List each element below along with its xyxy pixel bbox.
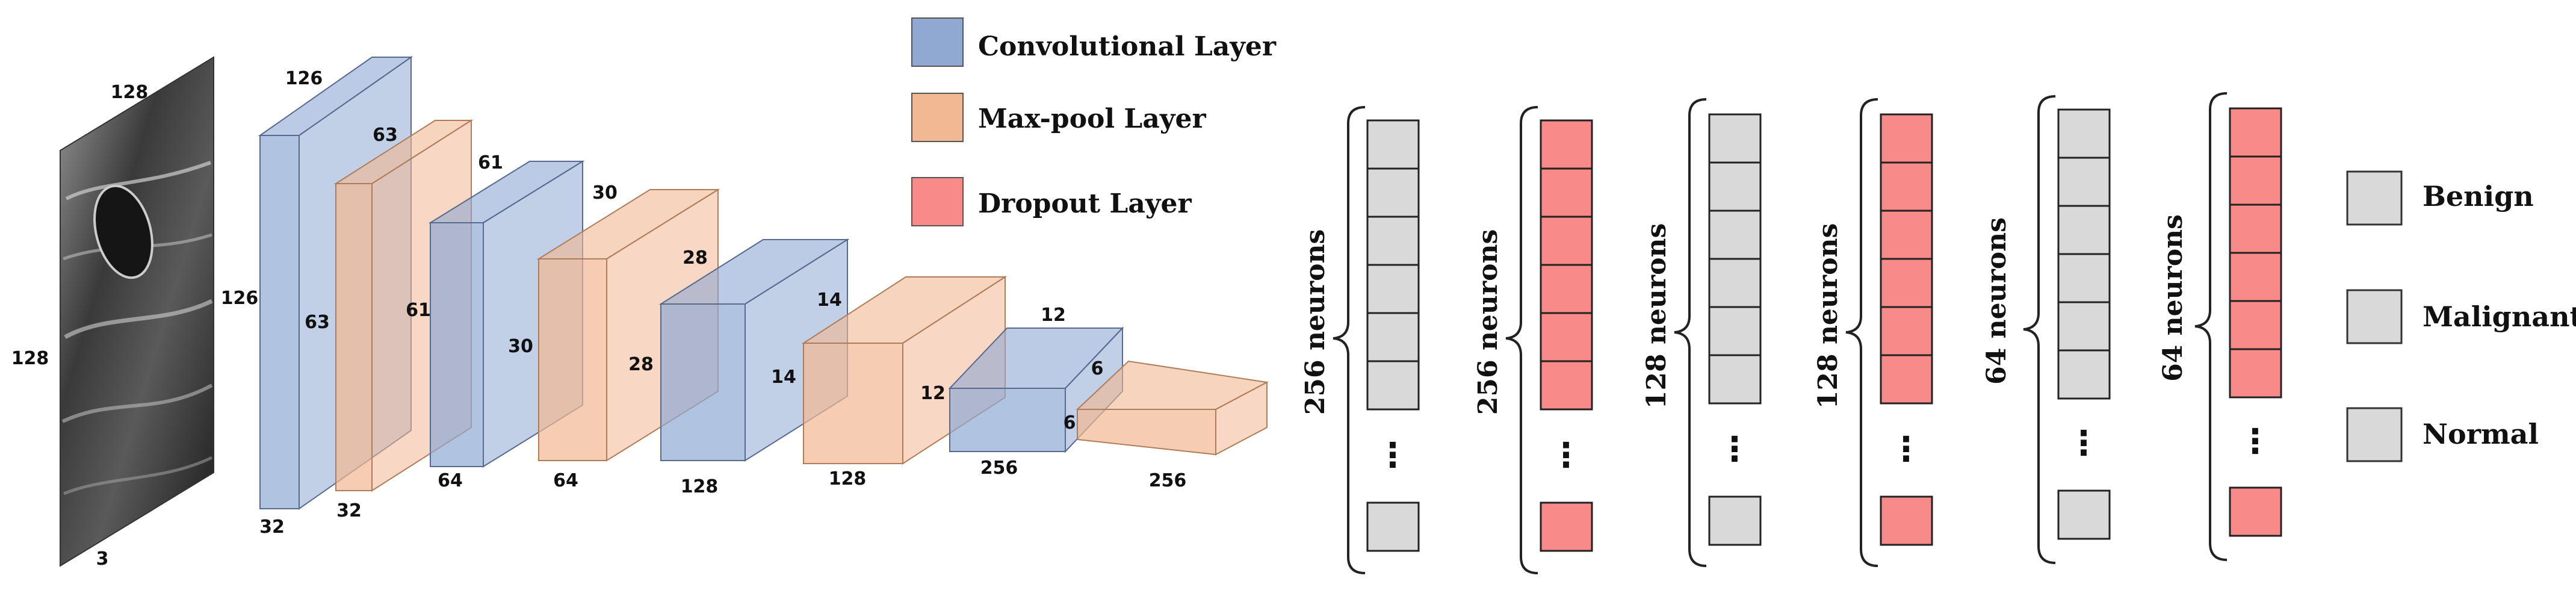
output-benign-label: Benign [2423, 180, 2534, 213]
layer-6-side-label: 14 [771, 367, 796, 388]
layer-1-top-label: 126 [285, 68, 323, 89]
layer-2-side-label: 63 [305, 312, 330, 333]
dense-column-6: 64 neurons ⋮ [2158, 92, 2282, 561]
layer-7-top-label: 12 [1041, 305, 1066, 326]
layer-5-top-label: 28 [683, 247, 708, 269]
dense-column-1: 256 neurons ⋮ [1300, 106, 1420, 574]
legend-dropout-swatch [911, 177, 964, 226]
layer-block-8 [1076, 360, 1269, 456]
dense-column-3-label: 128 neurons [1641, 223, 1672, 409]
legend-conv-swatch [911, 17, 964, 67]
layer-5-side-label: 28 [628, 354, 654, 375]
dense-column-4-ellipsis: ⋮ [1889, 430, 1923, 469]
dense-column-5-label: 64 neurons [1981, 217, 2012, 385]
output-normal-node [2346, 407, 2403, 462]
layer-2-top-label: 63 [373, 125, 398, 146]
layer-2-depth-label: 32 [336, 500, 362, 521]
layer-5-depth-label: 128 [681, 476, 719, 497]
dense-column-4: 128 neurons ⋮ [1813, 98, 1933, 567]
dense-column-2-brace [1505, 106, 1538, 574]
output-malignant-node [2346, 289, 2403, 344]
dense-column-1-ellipsis: ⋮ [1376, 436, 1410, 475]
input-height-label: 128 [11, 348, 49, 369]
dense-column-4-label: 128 neurons [1813, 223, 1844, 409]
legend-dropout-label: Dropout Layer [978, 188, 1192, 219]
dense-column-1-brace [1333, 106, 1366, 574]
input-width-label: 128 [111, 82, 149, 103]
dense-column-5-brace [2023, 95, 2056, 564]
layer-4-side-label: 30 [508, 336, 533, 357]
layer-7-side-label: 12 [920, 383, 946, 404]
dense-column-6-ellipsis: ⋮ [2238, 422, 2272, 461]
layer-3-top-label: 61 [478, 152, 503, 173]
dense-column-2: 256 neurons ⋮ [1473, 106, 1593, 574]
layer-7-depth-label: 256 [980, 458, 1018, 479]
layer-4-top-label: 30 [592, 182, 618, 203]
output-benign-node [2346, 170, 2403, 226]
input-image [60, 56, 214, 567]
layer-1-depth-label: 32 [259, 517, 285, 538]
dense-column-2-ellipsis: ⋮ [1549, 436, 1583, 475]
layer-6-top-label: 14 [817, 290, 842, 311]
legend-conv-label: Convolutional Layer [978, 31, 1277, 62]
output-normal-label: Normal [2423, 418, 2539, 450]
dense-column-1-label: 256 neurons [1300, 229, 1331, 415]
dense-column-4-brace [1845, 98, 1878, 567]
layer-8-side-label: 6 [1064, 412, 1076, 433]
legend-pool-swatch [911, 93, 964, 142]
layer-block-5 [658, 238, 850, 462]
output-layer: Benign Malignant Normal [2346, 170, 2576, 462]
layer-6-depth-label: 128 [829, 468, 867, 489]
dense-column-3: 128 neurons ⋮ [1641, 98, 1762, 567]
dense-column-5: 64 neurons ⋮ [1981, 95, 2111, 564]
layer-8-depth-label: 256 [1149, 470, 1187, 491]
dense-column-6-brace [2194, 92, 2228, 561]
layer-8-top-label: 6 [1091, 358, 1104, 379]
dense-column-2-label: 256 neurons [1473, 229, 1503, 415]
input-depth-label: 3 [96, 548, 109, 570]
output-malignant-label: Malignant [2423, 300, 2576, 333]
layer-3-depth-label: 64 [438, 470, 463, 491]
dense-column-3-ellipsis: ⋮ [1718, 430, 1751, 469]
layer-1-side-label: 126 [221, 288, 259, 309]
legend-pool-label: Max-pool Layer [978, 104, 1206, 134]
layer-3-side-label: 61 [406, 300, 431, 321]
layer-block-6 [801, 276, 1008, 465]
dense-column-5-ellipsis: ⋮ [2067, 424, 2101, 463]
dense-column-6-label: 64 neurons [2158, 214, 2188, 382]
layer-4-depth-label: 64 [553, 470, 578, 491]
dense-column-3-brace [1674, 98, 1707, 567]
